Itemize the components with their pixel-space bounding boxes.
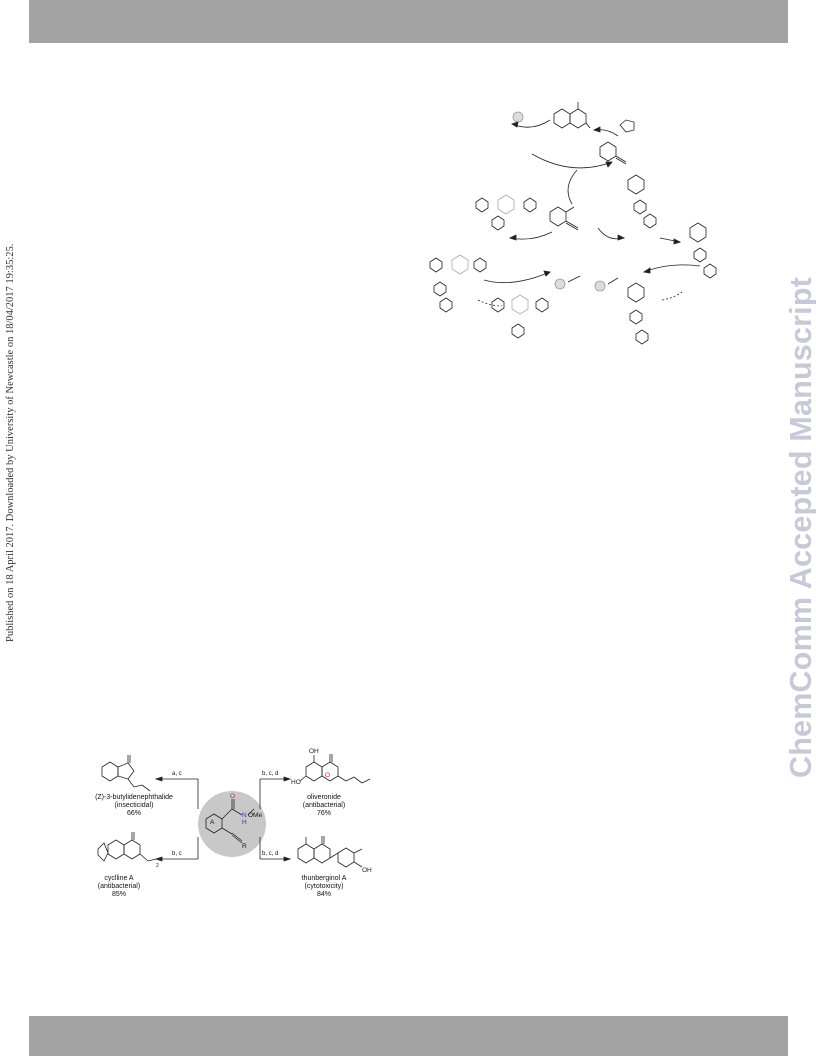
catalytic-cycle-scheme (412, 92, 732, 362)
product-activity: (antibacterial) (302, 802, 346, 809)
conditions-bottom-left: b, c (172, 851, 182, 857)
carbonyl-oxygen-label: O (230, 793, 236, 800)
conditions-bottom-right: b, c, d (262, 851, 279, 857)
product-label-bottom-left: cyclline A (antibacterial) 85% (84, 875, 154, 899)
conditions-top-left: a, c (172, 771, 182, 777)
methoxy-label: OMe (248, 812, 263, 819)
catalytic-cycle-drawing (429, 102, 717, 345)
synthetic-applications-scheme: a, c b, c b, c, d b, c, d A O N H OMe R … (84, 737, 394, 907)
product-yield: 76% (316, 810, 331, 817)
accepted-manuscript-watermark: ChemComm Accepted Manuscript (784, 276, 816, 778)
product-name: cyclline A (104, 875, 134, 882)
product-activity: (insecticidal) (114, 802, 154, 809)
product-yield: 66% (126, 810, 141, 817)
product-label-top-right: oliveronide (antibacterial) 76% (289, 794, 359, 818)
hydroxy-label-top: OH (309, 748, 319, 755)
product-name: oliveronide (307, 794, 341, 801)
substituent-r-label: R (242, 843, 247, 850)
nitrogen-label: N (242, 812, 247, 819)
substrate-highlight (198, 791, 266, 857)
hydroxy-label-left: HO (291, 779, 301, 786)
chain-subscript: 2 (156, 863, 159, 869)
product-name: thunberginol A (301, 875, 347, 882)
product-yield: 84% (316, 891, 331, 898)
product-yield: 85% (111, 891, 126, 898)
ring-oxygen-label: O (325, 772, 331, 779)
product-activity: (antibacterial) (97, 883, 141, 890)
product-activity: (cytotoxicity) (304, 883, 344, 890)
hydroxy-label-bottom: OH (362, 867, 372, 874)
ring-label: A (210, 819, 215, 826)
publication-note: Published on 18 April 2017. Downloaded b… (5, 243, 16, 642)
header-bar (29, 0, 788, 43)
conditions-top-right: b, c, d (262, 771, 279, 777)
product-label-bottom-right: thunberginol A (cytotoxicity) 84% (289, 875, 359, 899)
applications-drawing (97, 754, 371, 868)
footer-bar (29, 1016, 788, 1056)
hydrogen-label: H (242, 819, 247, 826)
product-name: (Z)-3-butylidenephthalide (95, 794, 173, 801)
product-label-top-left: (Z)-3-butylidenephthalide (insecticidal)… (84, 794, 184, 818)
